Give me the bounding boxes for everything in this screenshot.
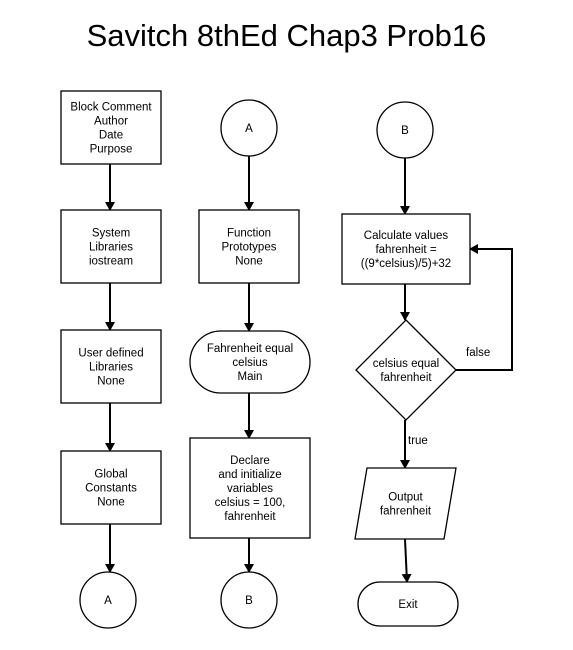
node-label-line: celsius equal — [373, 358, 439, 370]
edges-layer: false true — [105, 156, 513, 583]
node-decision: celsius equal fahrenheit — [355, 319, 457, 421]
node-label-line: Calculate values — [364, 230, 449, 242]
node-label-line: B — [401, 125, 409, 137]
node-label-line: fahrenheit — [380, 372, 432, 384]
node-label-line: Exit — [398, 599, 418, 611]
node-label-line: Purpose — [90, 144, 133, 156]
node-label-line: Declare — [230, 455, 270, 467]
node-declare-variables: Declare and initialize variables celsius = … — [189, 437, 311, 539]
node-connector-a-out-shape — [79, 571, 137, 629]
node-connector-a-in-shape — [220, 99, 278, 157]
diagram-title: Savitch 8thEd Chap3 Prob16 — [86, 18, 487, 53]
node-label-line: fahrenheit — [224, 511, 276, 523]
node-label-line: System — [92, 228, 130, 240]
node-output: Output fahrenheit — [354, 467, 457, 540]
node-connector-b-in-shape — [376, 101, 434, 159]
node-label-line: Libraries — [89, 362, 133, 374]
node-label-line: Global — [94, 469, 127, 481]
edge-output-to-exit — [401, 538, 412, 583]
node-label-line: Fahrenheit equal — [207, 343, 293, 355]
edge-label-true: true — [408, 435, 428, 447]
node-block-comment-shape — [60, 90, 162, 165]
node-label-line: None — [97, 376, 125, 388]
node-label-line: Block Comment — [70, 102, 152, 114]
node-user-libraries-shape — [60, 329, 162, 404]
node-connector-b-in: B — [376, 101, 434, 159]
node-label-line: variables — [227, 483, 273, 495]
node-main-start-shape — [189, 330, 311, 394]
node-label-line: B — [245, 595, 253, 607]
node-label-line: A — [245, 123, 253, 135]
node-label-line: None — [97, 497, 125, 509]
node-label-line: Prototypes — [222, 242, 277, 254]
node-label-line: Constants — [85, 483, 137, 495]
node-connector-a-in: A — [220, 99, 278, 157]
node-label-line: fahrenheit = — [375, 244, 436, 256]
node-label-line: Output — [388, 492, 423, 504]
node-system-libraries-shape — [60, 209, 162, 284]
node-label-line: and initialize — [218, 469, 281, 481]
node-exit: Exit — [357, 581, 459, 627]
node-label-line: fahrenheit — [380, 506, 432, 518]
node-label-line: None — [235, 256, 263, 268]
node-label-line: Author — [94, 116, 128, 128]
node-decision-shape — [355, 319, 457, 421]
node-label-line: celsius — [232, 357, 267, 369]
nodes-layer: Block CommentAuthorDatePurposeSystemLibr… — [60, 90, 471, 629]
node-exit-shape — [357, 581, 459, 627]
node-calculate-values: Calculate values fahrenheit = ((9*celsius)… — [341, 213, 471, 285]
node-label-line: iostream — [89, 256, 133, 268]
node-output-shape — [354, 467, 457, 540]
node-label-line: Date — [99, 130, 123, 142]
edge-decision-to-calculate-values — [456, 244, 513, 371]
node-label-line: Main — [238, 371, 263, 383]
node-connector-b-out: B — [220, 571, 278, 629]
node-calculate-values-shape — [341, 213, 471, 285]
node-label-line: A — [104, 595, 112, 607]
node-function-prototypes-shape — [198, 209, 300, 284]
edge-label-false: false — [466, 347, 490, 359]
node-label-line: User defined — [78, 348, 143, 360]
node-label-line: Libraries — [89, 242, 133, 254]
node-connector-a-out: A — [79, 571, 137, 629]
node-connector-b-out-shape — [220, 571, 278, 629]
node-label-line: celsius = 100, — [215, 497, 286, 509]
node-global-constants-shape — [60, 450, 162, 525]
node-label-line: Function — [227, 228, 271, 240]
node-declare-variables-shape — [189, 437, 311, 539]
node-label-line: ((9*celsius)/5)+32 — [361, 258, 451, 270]
